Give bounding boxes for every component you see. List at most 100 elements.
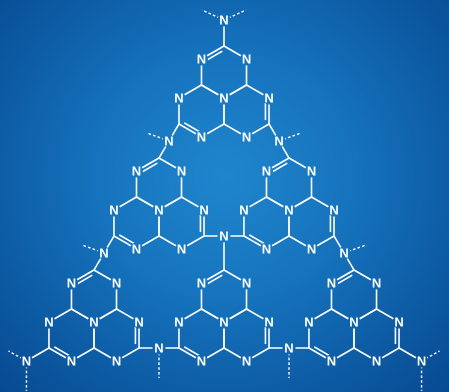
atom-knockout bbox=[240, 276, 254, 290]
atom-symbol: N bbox=[89, 315, 98, 330]
nitrogen-atom: N bbox=[197, 203, 211, 218]
nitrogen-atom: N bbox=[194, 130, 208, 145]
nitrogen-atom: N bbox=[392, 315, 406, 330]
nitrogen-atom: N bbox=[194, 354, 208, 369]
atom-symbol: N bbox=[327, 276, 336, 291]
atom-symbol: N bbox=[164, 134, 173, 149]
atom-knockout bbox=[64, 354, 78, 368]
atom-symbol: N bbox=[242, 52, 251, 67]
atom-knockout bbox=[302, 315, 316, 329]
atom-symbol: N bbox=[339, 246, 348, 261]
atom-symbol: N bbox=[372, 354, 381, 369]
open-end-bond bbox=[278, 132, 302, 142]
open-end-bond bbox=[81, 244, 105, 254]
atom-knockout bbox=[152, 203, 166, 217]
atom-knockout bbox=[197, 203, 211, 217]
atom-symbol: N bbox=[112, 354, 121, 369]
nitrogen-atom: N bbox=[107, 203, 121, 218]
bond-layer bbox=[25, 19, 423, 362]
atom-knockout bbox=[194, 354, 208, 368]
atom-symbol: N bbox=[109, 203, 118, 218]
atom-knockout bbox=[370, 276, 384, 290]
atom-knockout bbox=[259, 242, 273, 256]
atom-knockout bbox=[97, 246, 111, 260]
nitrogen-atom: N bbox=[282, 203, 296, 218]
nitrogen-atom: N bbox=[217, 229, 231, 244]
atom-knockout bbox=[305, 242, 319, 256]
atom-knockout bbox=[240, 130, 254, 144]
atom-symbol: N bbox=[177, 242, 186, 257]
nitrogen-atom: N bbox=[337, 246, 351, 261]
atom-symbol: N bbox=[99, 246, 108, 261]
nitrogen-atom: N bbox=[132, 315, 146, 330]
open-end-bond bbox=[8, 350, 27, 362]
nitrogen-atom: N bbox=[259, 242, 273, 257]
atom-knockout bbox=[19, 354, 33, 368]
atom-symbol: N bbox=[154, 341, 163, 356]
atom-symbol: N bbox=[132, 164, 141, 179]
atom-symbol: N bbox=[219, 91, 228, 106]
nitrogen-atom: N bbox=[129, 242, 143, 257]
nitrogen-atom: N bbox=[87, 315, 101, 330]
double-bond-line bbox=[184, 346, 201, 357]
atom-symbol: N bbox=[284, 203, 293, 218]
atom-symbol: N bbox=[264, 91, 273, 106]
atom-symbol: N bbox=[174, 91, 183, 106]
atom-knockout bbox=[217, 315, 231, 329]
open-end-bond bbox=[343, 244, 367, 254]
nitrogen-atom: N bbox=[162, 134, 176, 149]
atom-knockout bbox=[347, 315, 361, 329]
nitrogen-atom: N bbox=[194, 52, 208, 67]
atom-knockout bbox=[240, 354, 254, 368]
atom-knockout bbox=[107, 203, 121, 217]
atom-symbol: N bbox=[22, 354, 31, 369]
double-bond-line bbox=[249, 234, 266, 245]
nitrogen-atom: N bbox=[370, 276, 384, 291]
nitrogen-atom: N bbox=[302, 315, 316, 330]
atom-symbol: N bbox=[197, 52, 206, 67]
atom-symbol: N bbox=[134, 315, 143, 330]
nitrogen-atom: N bbox=[175, 242, 189, 257]
atom-knockout bbox=[262, 315, 276, 329]
atom-symbol: N bbox=[242, 354, 251, 369]
nitrogen-atom: N bbox=[19, 354, 33, 369]
atom-symbol: N bbox=[197, 354, 206, 369]
atom-symbol: N bbox=[132, 242, 141, 257]
atom-knockout bbox=[172, 315, 186, 329]
nitrogen-atom: N bbox=[110, 354, 124, 369]
nitrogen-atom: N bbox=[64, 276, 78, 291]
nitrogen-atom: N bbox=[217, 315, 231, 330]
double-bond-line bbox=[206, 274, 223, 285]
atom-symbol: N bbox=[329, 203, 338, 218]
double-bond-line bbox=[119, 234, 136, 245]
nitrogen-atom: N bbox=[64, 354, 78, 369]
atom-knockout bbox=[324, 354, 338, 368]
atom-knockout bbox=[129, 164, 143, 178]
nitrogen-atom: N bbox=[237, 203, 251, 218]
nitrogen-atom: N bbox=[110, 276, 124, 291]
atom-symbol: N bbox=[264, 315, 273, 330]
atom-symbol: N bbox=[262, 242, 271, 257]
atom-symbol: N bbox=[177, 164, 186, 179]
atom-knockout bbox=[370, 354, 384, 368]
atom-symbol: N bbox=[262, 164, 271, 179]
atom-knockout bbox=[337, 246, 351, 260]
atom-symbol: N bbox=[274, 134, 283, 149]
double-bond-line bbox=[54, 346, 71, 357]
open-end-bond bbox=[421, 350, 440, 362]
nitrogen-atom: N bbox=[282, 341, 296, 356]
open-end-bond bbox=[223, 9, 247, 21]
atom-knockout bbox=[172, 91, 186, 105]
atom-symbol: N bbox=[199, 203, 208, 218]
atom-knockout bbox=[132, 315, 146, 329]
atom-symbol: N bbox=[197, 276, 206, 291]
nitrogen-atom: N bbox=[240, 354, 254, 369]
nitrogen-atom: N bbox=[97, 246, 111, 261]
double-bond-line bbox=[336, 274, 353, 285]
atom-symbol: N bbox=[219, 315, 228, 330]
nitrogen-atom: N bbox=[370, 354, 384, 369]
nitrogen-atom: N bbox=[152, 203, 166, 218]
nitrogen-atom: N bbox=[217, 91, 231, 106]
